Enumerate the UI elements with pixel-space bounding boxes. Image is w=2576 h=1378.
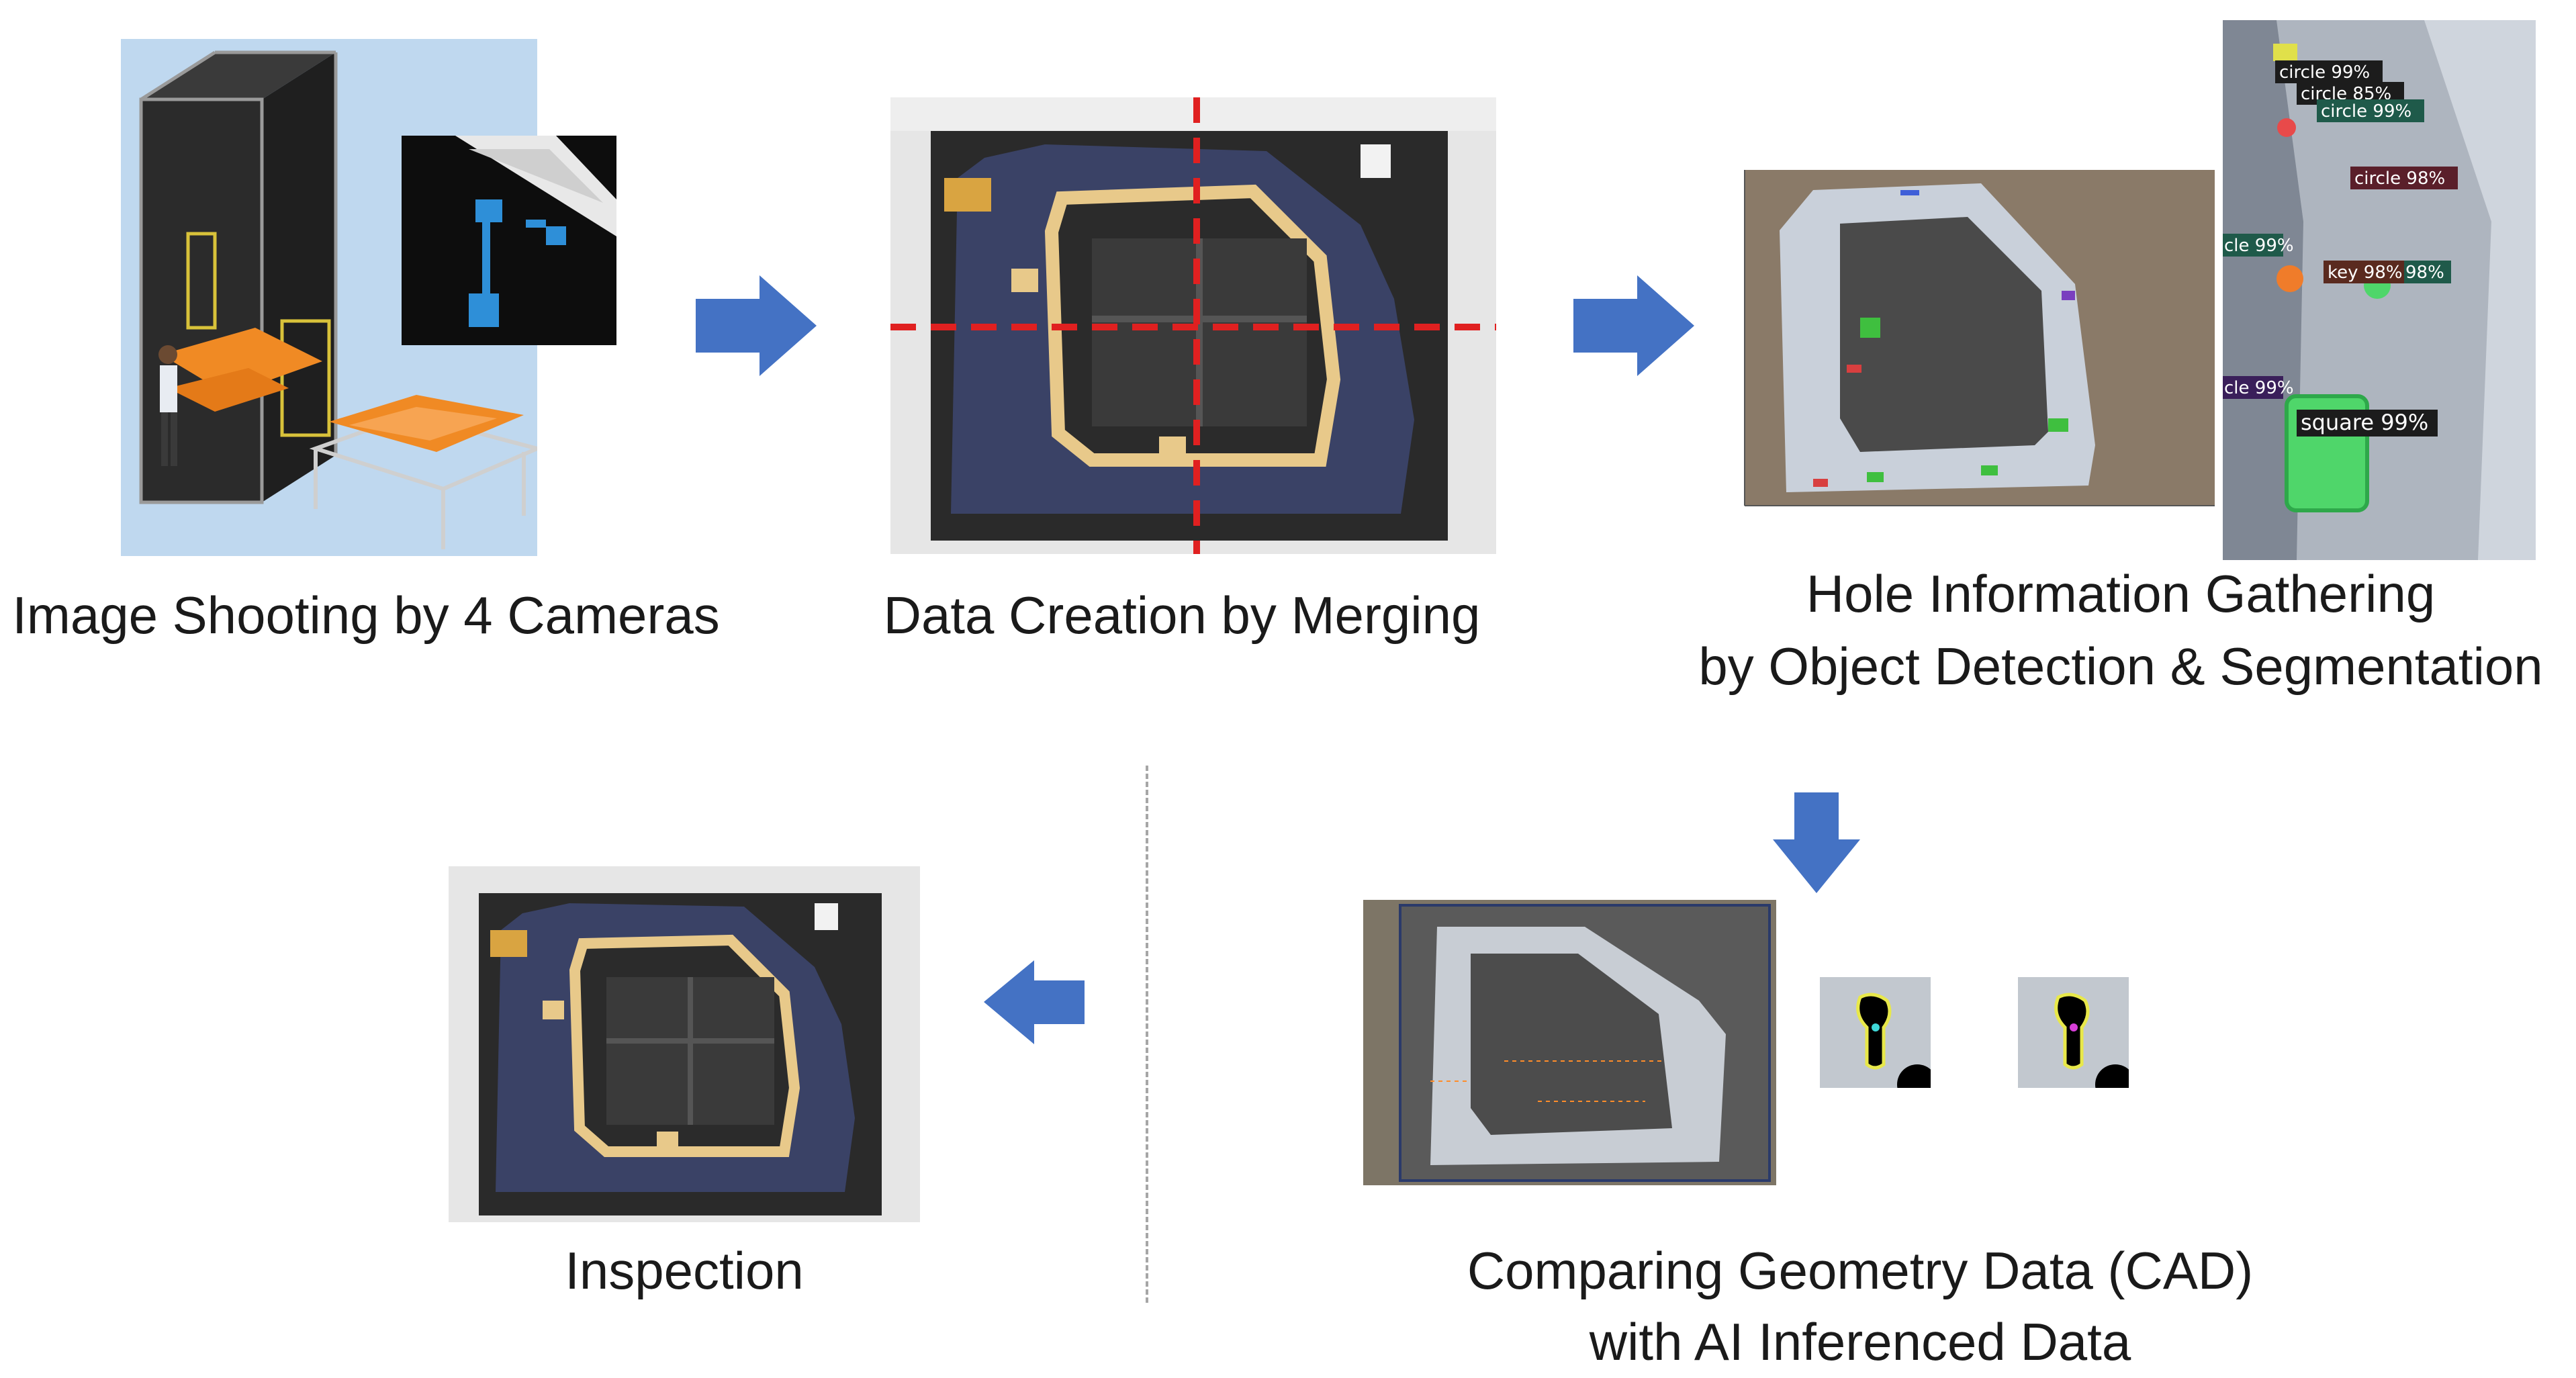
svg-text:circle 99%: circle 99% bbox=[2321, 101, 2411, 122]
svg-text:cle 99%: cle 99% bbox=[2224, 236, 2294, 256]
detection-label-3: circle 99% bbox=[2317, 99, 2424, 122]
detection-label-5: key 98% bbox=[2324, 261, 2404, 283]
step-caption-detection-line1: Hole Information Gathering bbox=[1806, 564, 2436, 623]
merged-fixture-photo bbox=[890, 97, 1496, 554]
step-caption-comparing-line2: with AI Inferenced Data bbox=[1589, 1312, 2131, 1371]
svg-text:square 99%: square 99% bbox=[2301, 410, 2428, 435]
detection-label-9: square 99% bbox=[2297, 410, 2438, 437]
hole-patch-cad bbox=[1820, 977, 1931, 1088]
detection-label-7: cle 99% bbox=[2223, 234, 2294, 257]
svg-text:cle 99%: cle 99% bbox=[2224, 378, 2294, 398]
step-caption-merging: Data Creation by Merging bbox=[883, 586, 1481, 645]
detection-label-1: circle 99% bbox=[2275, 60, 2383, 83]
detection-label-4: circle 98% bbox=[2350, 167, 2458, 189]
svg-text:98%: 98% bbox=[2405, 263, 2444, 283]
step-caption-shooting: Image Shooting by 4 Cameras bbox=[12, 586, 720, 645]
section-divider bbox=[1146, 766, 1148, 1303]
svg-text:circle 98%: circle 98% bbox=[2354, 169, 2445, 189]
arrow-down-icon bbox=[1773, 792, 1860, 893]
svg-text:circle 99%: circle 99% bbox=[2279, 62, 2370, 83]
step-caption-detection-line2: by Object Detection & Segmentation bbox=[1698, 637, 2543, 696]
detection-plot bbox=[1726, 163, 2216, 522]
operator-figure bbox=[158, 345, 177, 364]
detection-label-8: cle 99% bbox=[2223, 376, 2294, 399]
camera-detail-inset bbox=[402, 136, 616, 345]
svg-text:key 98%: key 98% bbox=[2328, 263, 2403, 283]
detection-zoom-view: circle 99% circle 85% circle 99% circle … bbox=[2223, 20, 2536, 560]
arrow-right-icon bbox=[696, 275, 817, 376]
step-caption-comparing-line1: Comparing Geometry Data (CAD) bbox=[1467, 1241, 2254, 1300]
arrow-right-icon bbox=[1573, 275, 1694, 376]
cad-overlay-image bbox=[1363, 900, 1776, 1185]
arrow-left-icon bbox=[984, 960, 1085, 1044]
hole-patch-ai bbox=[2018, 977, 2129, 1088]
detection-label-6: 98% bbox=[2404, 261, 2451, 283]
inspection-photo bbox=[449, 866, 920, 1222]
step-caption-inspection: Inspection bbox=[565, 1241, 804, 1300]
